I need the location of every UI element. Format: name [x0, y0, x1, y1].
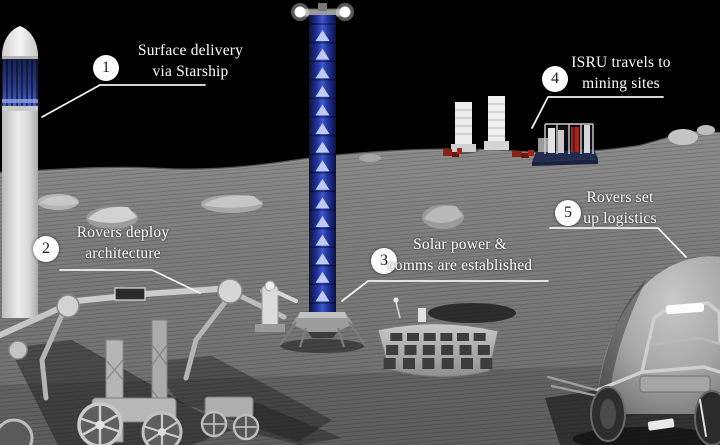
callout-5-number: 5 [555, 200, 581, 226]
tower-triangle-markings [315, 30, 330, 302]
storage-columns [447, 96, 509, 154]
callout-3-line-1: Solar power & [413, 236, 507, 253]
callout-1-line-2: via Starship [152, 63, 229, 80]
callout-4-label: ISRU travels to mining sites [565, 52, 677, 94]
callout-3-line-2: comms are established [387, 257, 533, 274]
callout-4-line-2: mining sites [582, 75, 660, 92]
callout-4-line-1: ISRU travels to [571, 54, 671, 71]
callout-5-line-1: Rovers set [586, 189, 654, 206]
callout-2-line-2: architecture [85, 245, 161, 262]
callout-5-line-2: up logistics [583, 210, 657, 227]
callout-4-number: 4 [542, 66, 568, 92]
habitat-dome [596, 256, 720, 414]
callout-3-label: Solar power & comms are established [380, 234, 540, 276]
logistics-rover [546, 301, 720, 445]
callout-1-line-1: Surface delivery [137, 42, 244, 59]
callout-1-label: Surface delivery via Starship [128, 40, 253, 82]
starship-rocket [2, 26, 38, 318]
callout-3-number: 3 [371, 248, 397, 274]
callout-1-number: 1 [93, 55, 119, 81]
callout-2-line-1: Rovers deploy [76, 224, 170, 241]
rocks [37, 125, 715, 295]
callout-5-label: Rovers set up logistics [573, 187, 667, 229]
callout-2-number: 2 [33, 236, 59, 262]
tower-segment-ribs [309, 23, 336, 304]
callout-2-digit: 2 [42, 240, 50, 257]
deployable-tower [279, 3, 365, 348]
callout-5-digit: 5 [564, 204, 572, 221]
tower-lander-base [279, 312, 365, 348]
solar-radiator-array [377, 297, 499, 378]
callout-2-label: Rovers deploy architecture [62, 222, 184, 264]
red-debris [443, 148, 534, 158]
callout-1-digit: 1 [102, 59, 110, 76]
callout-4-digit: 4 [551, 70, 559, 87]
callout-3-digit: 3 [380, 252, 388, 269]
